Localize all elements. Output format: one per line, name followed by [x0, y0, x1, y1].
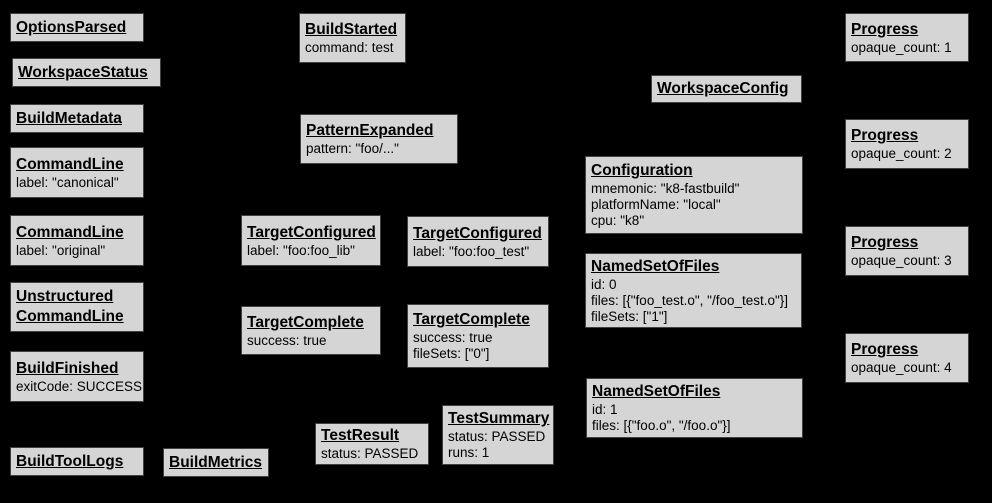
node-test-result: TestResult status: PASSED	[315, 423, 429, 465]
node-title: TargetComplete	[413, 311, 530, 328]
node-field: runs: 1	[448, 445, 490, 460]
node-configuration: Configuration mnemonic: "k8-fastbuild" p…	[585, 156, 803, 234]
node-workspace-status: WorkspaceStatus	[12, 58, 161, 87]
node-field: pattern: "foo/..."	[306, 141, 399, 156]
node-target-configured-foo-lib: TargetConfigured label: "foo:foo_lib"	[241, 215, 381, 266]
node-progress-1: Progress opaque_count: 1	[845, 13, 969, 62]
node-title: BuildToolLogs	[16, 452, 124, 470]
node-field: command: test	[305, 40, 394, 55]
node-build-finished: BuildFinished exitCode: SUCCESS	[10, 351, 144, 402]
node-progress-4: Progress opaque_count: 4	[845, 333, 969, 383]
node-named-set-of-files-1: NamedSetOfFiles id: 1 files: [{"foo.o", …	[586, 378, 803, 438]
node-field: label: "original"	[16, 242, 106, 258]
node-title: WorkspaceStatus	[18, 63, 148, 81]
node-field: label: "canonical"	[16, 174, 119, 190]
node-title: TestSummary	[448, 410, 550, 427]
node-field: id: 1	[592, 402, 618, 417]
node-field: mnemonic: "k8-fastbuild"	[591, 181, 740, 196]
node-title: Configuration	[591, 162, 693, 179]
node-title: Progress	[851, 341, 919, 358]
node-progress-2: Progress opaque_count: 2	[845, 119, 969, 169]
node-field: platformName: "local"	[591, 197, 721, 212]
node-unstructured-command-line: Unstructured CommandLine	[10, 282, 144, 332]
node-field: status: PASSED	[448, 429, 546, 444]
node-field: cpu: "k8"	[591, 213, 645, 228]
node-command-line-original: CommandLine label: "original"	[10, 215, 144, 266]
node-title: BuildFinished	[16, 359, 119, 377]
node-pattern-expanded: PatternExpanded pattern: "foo/..."	[300, 114, 458, 164]
node-field: opaque_count: 4	[851, 360, 952, 375]
node-title: TargetConfigured	[247, 223, 376, 241]
node-title: Progress	[851, 234, 919, 251]
node-field: label: "foo:foo_lib"	[247, 242, 355, 258]
node-field: files: [{"foo.o", "/foo.o"}]	[592, 418, 731, 433]
node-title: OptionsParsed	[16, 18, 127, 36]
node-title: TargetComplete	[247, 313, 364, 331]
node-options-parsed: OptionsParsed	[10, 13, 144, 42]
node-title: CommandLine	[16, 223, 124, 241]
node-title: CommandLine	[16, 155, 124, 173]
node-field: id: 0	[591, 276, 617, 292]
node-title: BuildMetadata	[16, 109, 122, 127]
node-title: Progress	[851, 127, 919, 144]
node-title: BuildStarted	[305, 21, 398, 38]
node-test-summary: TestSummary status: PASSED runs: 1	[442, 405, 554, 465]
node-title: WorkspaceConfig	[657, 80, 789, 97]
node-title: BuildMetrics	[169, 453, 263, 471]
node-target-configured-foo-test: TargetConfigured label: "foo:foo_test"	[407, 216, 549, 267]
node-progress-3: Progress opaque_count: 3	[845, 226, 969, 276]
node-named-set-of-files-0: NamedSetOfFiles id: 0 files: [{"foo_test…	[585, 253, 802, 328]
node-workspace-config: WorkspaceConfig	[651, 75, 802, 103]
node-field: opaque_count: 2	[851, 146, 952, 161]
node-title: TestResult	[321, 427, 400, 444]
node-field: success: true	[413, 330, 493, 345]
node-target-complete-foo-test: TargetComplete success: true fileSets: […	[407, 304, 549, 368]
node-title: NamedSetOfFiles	[591, 257, 720, 275]
node-field: fileSets: ["0"]	[413, 346, 490, 361]
node-command-line-canonical: CommandLine label: "canonical"	[10, 147, 144, 198]
node-target-complete-foo-lib: TargetComplete success: true	[241, 306, 381, 355]
node-title: Unstructured	[16, 288, 114, 305]
node-title-line2: CommandLine	[16, 308, 124, 325]
node-title: Progress	[851, 20, 919, 38]
node-field: opaque_count: 3	[851, 253, 952, 268]
node-field: fileSets: ["1"]	[591, 308, 668, 324]
node-field: exitCode: SUCCESS	[16, 378, 143, 394]
node-field: files: [{"foo_test.o", "/foo_test.o"}]	[591, 292, 789, 308]
node-field: status: PASSED	[321, 446, 419, 461]
node-build-tool-logs: BuildToolLogs	[10, 447, 144, 476]
node-title: PatternExpanded	[306, 122, 434, 139]
node-field: label: "foo:foo_test"	[413, 243, 530, 259]
node-field: opaque_count: 1	[851, 39, 952, 55]
node-title: TargetConfigured	[413, 224, 542, 242]
node-build-metrics: BuildMetrics	[163, 448, 269, 477]
node-field: success: true	[247, 332, 327, 348]
node-title: NamedSetOfFiles	[592, 383, 721, 400]
node-build-metadata: BuildMetadata	[10, 104, 144, 133]
node-build-started: BuildStarted command: test	[299, 13, 406, 63]
